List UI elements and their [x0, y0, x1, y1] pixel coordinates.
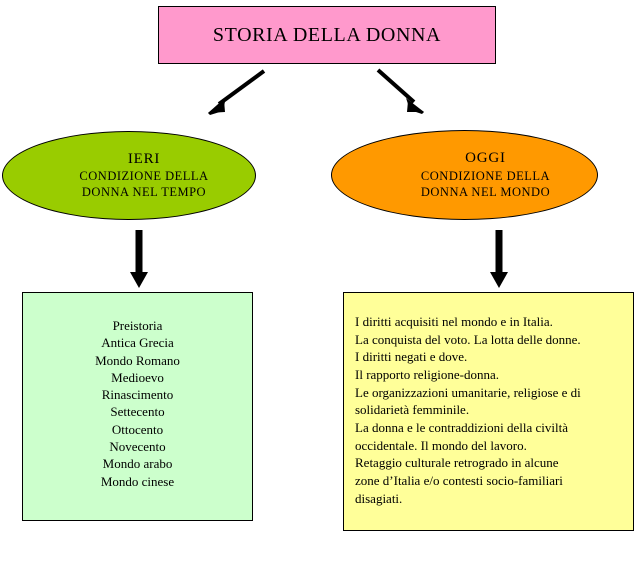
connector-oggi-to-topics-arrow-icon	[490, 230, 508, 288]
list-item: Antica Grecia	[101, 335, 174, 351]
topics-line: Le organizzazioni umanitarie, religiose …	[355, 384, 581, 400]
list-item: Preistoria	[112, 318, 163, 333]
periods-box: Preistoria Antica Grecia Mondo Romano Me…	[22, 292, 253, 521]
node-oggi-subtitle-line-1: CONDIZIONE DELLA	[420, 168, 551, 183]
list-item: Medioevo	[111, 369, 164, 385]
node-oggi-heading: OGGI	[465, 150, 506, 167]
page-title: STORIA DELLA DONNA	[212, 23, 442, 46]
topics-line: La conquista del voto. La lotta delle do…	[355, 331, 581, 347]
topics-line: occidentale. Il mondo del lavoro.	[355, 437, 527, 453]
topics-line: La donna e le contraddizioni della civil…	[355, 420, 568, 436]
topics-line: disagiati.	[355, 490, 403, 506]
connector-title-to-ieri-arrow-icon	[208, 69, 266, 115]
list-item: Mondo Romano	[95, 352, 180, 368]
topics-box: I diritti acquisiti nel mondo e in Itali…	[343, 292, 634, 531]
node-ieri-heading: IERI	[127, 150, 161, 167]
list-item: Ottocento	[111, 421, 164, 437]
list-item: Mondo cinese	[100, 473, 175, 489]
connector-ieri-to-periods-arrow-icon	[130, 230, 148, 288]
title-box: STORIA DELLA DONNA	[158, 6, 496, 64]
topics-line: zone d’Italia e/o contesti socio-familia…	[355, 473, 563, 489]
node-ieri: IERI CONDIZIONE DELLA DONNA NEL TEMPO	[2, 131, 256, 220]
list-item: Mondo arabo	[102, 456, 173, 472]
connector-title-to-oggi-arrow-icon	[376, 68, 424, 114]
node-oggi-subtitle-line-2: DONNA NEL MONDO	[420, 184, 551, 199]
list-item: Rinascimento	[101, 387, 174, 403]
topics-line: I diritti acquisiti nel mondo e in Itali…	[355, 314, 553, 329]
list-item: Novecento	[109, 438, 166, 454]
topics-line: I diritti negati e dove.	[355, 349, 468, 365]
node-oggi: OGGI CONDIZIONE DELLA DONNA NEL MONDO	[331, 130, 598, 220]
node-ieri-subtitle-line-1: CONDIZIONE DELLA	[79, 169, 209, 184]
topics-line: solidarietà femminile.	[355, 402, 470, 418]
topics-line: Il rapporto religione-donna.	[355, 367, 500, 383]
topics-line: Retaggio culturale retrogrado in alcune	[355, 455, 559, 471]
list-item: Settecento	[110, 404, 165, 420]
node-ieri-subtitle-line-2: DONNA NEL TEMPO	[81, 185, 207, 200]
